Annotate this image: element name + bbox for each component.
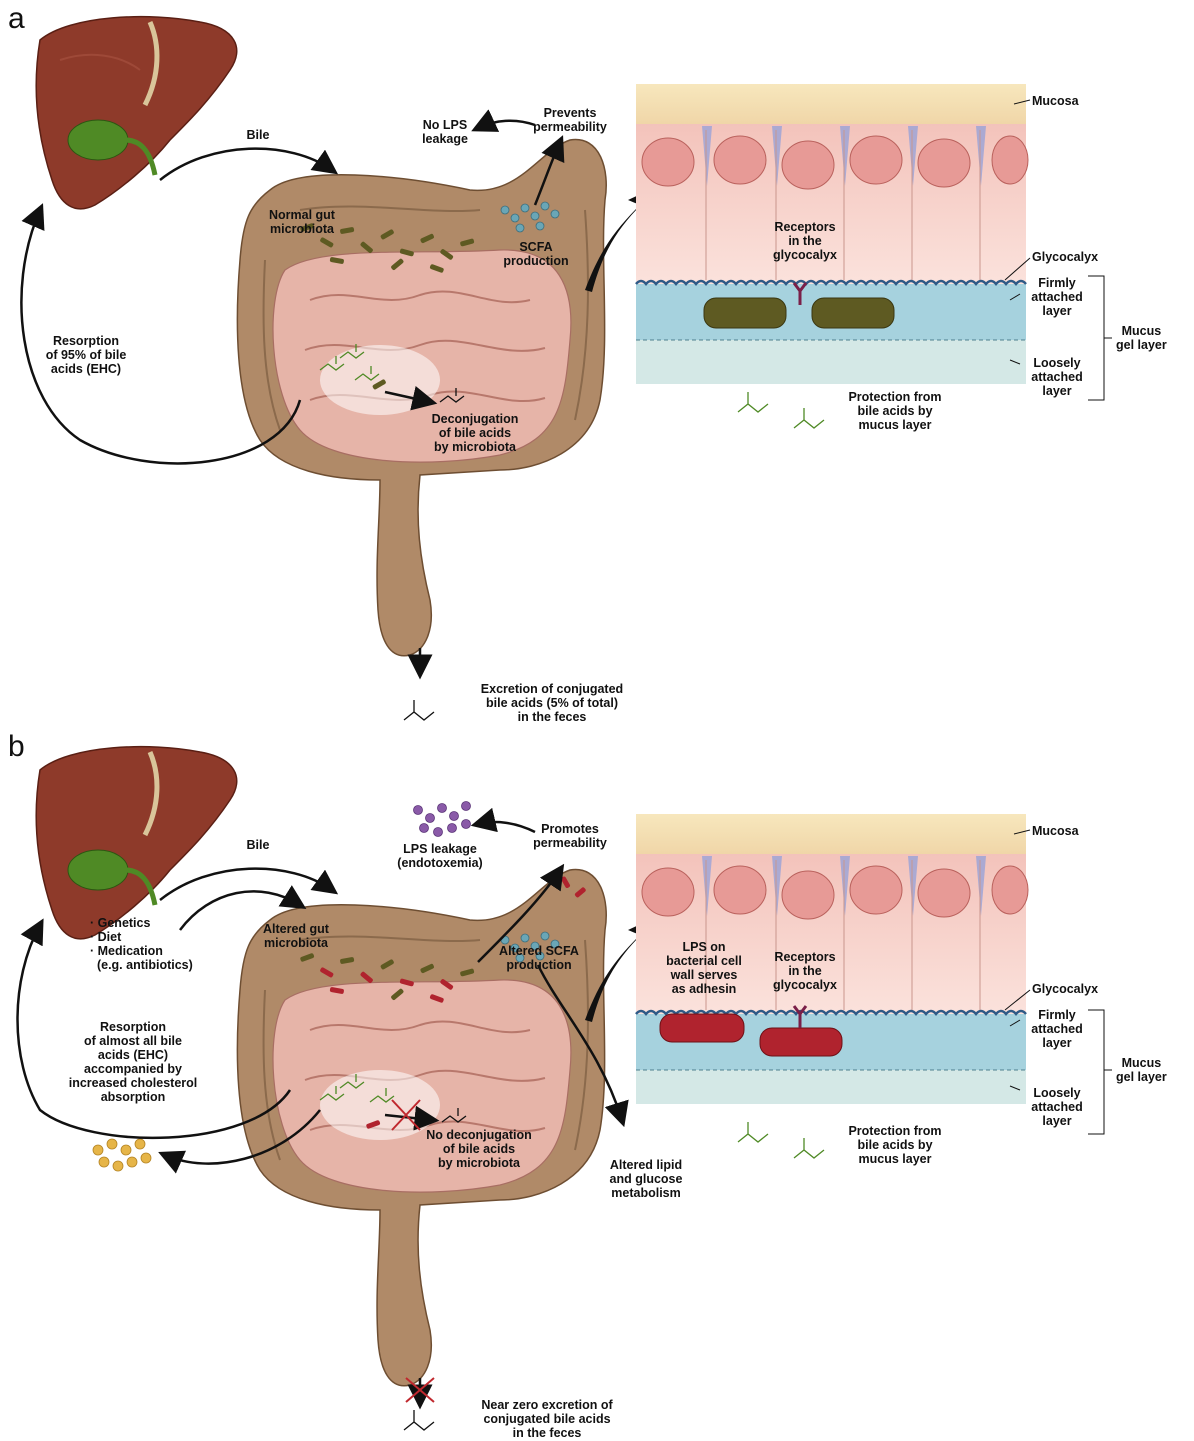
label-excretion: Near zero excretion of conjugated bile a… (462, 1398, 632, 1440)
panel-a: a (0, 0, 1194, 730)
label-glycocalyx: Glycocalyx (1032, 250, 1098, 264)
label-resorption: Resorption of 95% of bile acids (EHC) (26, 334, 146, 376)
inset-bile-acids (738, 392, 824, 428)
label-altered-scfa: Altered SCFA production (484, 944, 594, 972)
inset-bile-acids (738, 1122, 824, 1158)
label-mucosa: Mucosa (1032, 824, 1079, 838)
label-mucus-gel: Mucus gel layer (1116, 1056, 1167, 1084)
label-promotes-permeability: Promotes permeability (510, 822, 630, 850)
label-lps-adhesin: LPS on bacterial cell wall serves as adh… (654, 940, 754, 996)
label-glycocalyx: Glycocalyx (1032, 982, 1098, 996)
label-loosely-attached: Loosely attached layer (1022, 1086, 1092, 1128)
label-firmly-attached: Firmly attached layer (1022, 1008, 1092, 1050)
label-altered-metabolism: Altered lipid and glucose metabolism (596, 1158, 696, 1200)
label-lps-leakage: LPS leakage (endotoxemia) (390, 842, 490, 870)
label-deconjugation: Deconjugation of bile acids by microbiot… (420, 412, 530, 454)
liver (36, 17, 237, 209)
label-protection: Protection from bile acids by mucus laye… (830, 390, 960, 432)
label-bile: Bile (228, 838, 288, 852)
label-bile: Bile (228, 128, 288, 142)
liver (36, 747, 237, 939)
label-mucosa: Mucosa (1032, 94, 1079, 108)
label-mucus-gel: Mucus gel layer (1116, 324, 1167, 352)
cholesterol-particles (93, 1139, 151, 1171)
label-resorption: Resorption of almost all bile acids (EHC… (58, 1020, 208, 1104)
label-loosely-attached: Loosely attached layer (1022, 356, 1092, 398)
label-excretion: Excretion of conjugated bile acids (5% o… (462, 682, 642, 724)
bile-arrow (160, 869, 332, 900)
label-no-deconjugation: No deconjugation of bile acids by microb… (414, 1128, 544, 1170)
label-no-lps: No LPS leakage (405, 118, 485, 146)
panel-b: b (0, 730, 1194, 1441)
label-protection: Protection from bile acids by mucus laye… (830, 1124, 960, 1166)
lps-particles (414, 802, 471, 837)
label-factors: · Genetics · Diet · Medication (e.g. ant… (90, 916, 220, 972)
label-firmly-attached: Firmly attached layer (1022, 276, 1092, 318)
label-prevents-permeability: Prevents permeability (510, 106, 630, 134)
label-scfa: SCFA production (496, 240, 576, 268)
label-altered-microbiota: Altered gut microbiota (256, 922, 336, 950)
label-receptors: Receptors in the glycocalyx (760, 950, 850, 992)
label-receptors: Receptors in the glycocalyx (760, 220, 850, 262)
label-normal-microbiota: Normal gut microbiota (262, 208, 342, 236)
bile-arrow (160, 149, 332, 180)
excretion-molecule (404, 700, 434, 720)
excretion-molecule (404, 1410, 434, 1430)
